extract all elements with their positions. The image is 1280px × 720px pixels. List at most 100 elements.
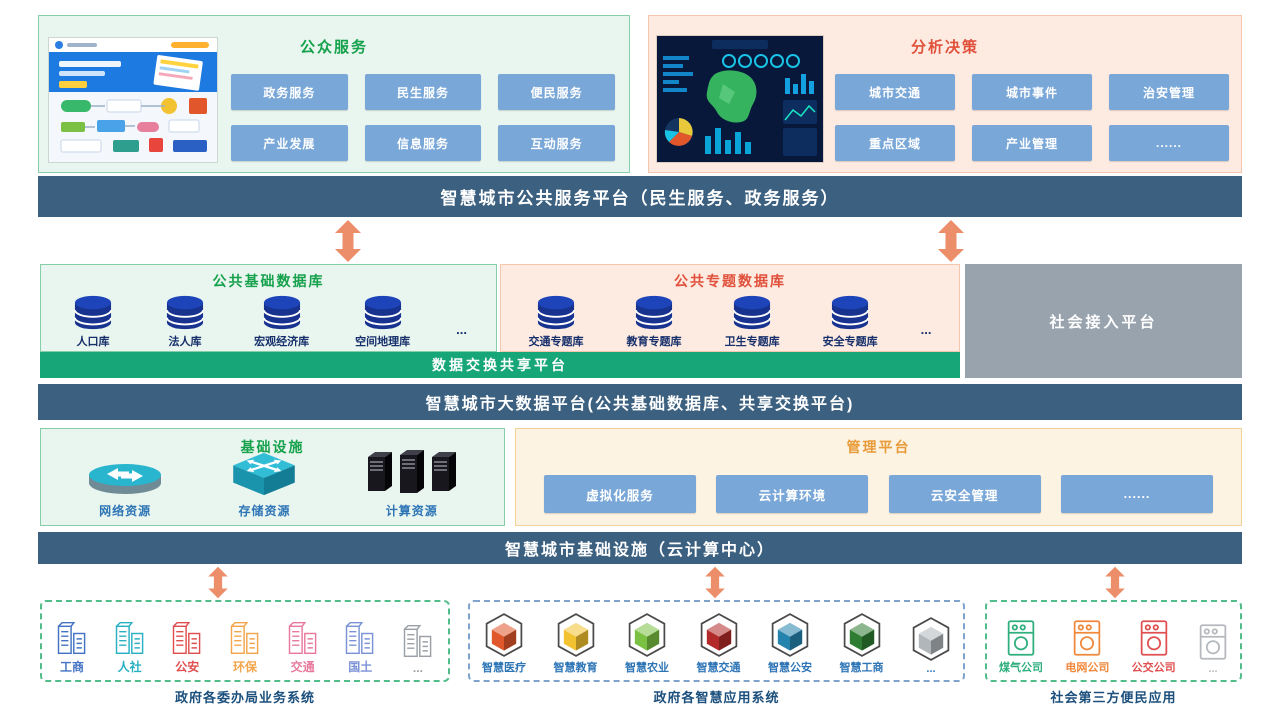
gov-systems-box: 工商 人社 公安 环保 交通 国土 ... — [40, 600, 450, 682]
cube-icon — [556, 612, 596, 658]
third-party-caption: 社会第三方便民应用 — [1050, 690, 1177, 705]
cube-icon — [699, 612, 739, 658]
smart-app-item: 智慧交通 — [697, 612, 741, 675]
topic-database-panel: 公共专题数据库 交通专题库 教育专题库 卫生专题库 安全专题库 ... — [500, 264, 960, 352]
analysis-decision-panel: 分析决策 城市交通 城市事件 治安管理 重点区域 产业管理 ...... — [648, 15, 1242, 173]
building-icon — [342, 619, 378, 657]
cube-icon — [842, 612, 882, 658]
third-party-label: 煤气公司 — [999, 662, 1043, 674]
base-database-row: 人口库 法人库 宏观经济库 空间地理库 ... — [47, 291, 490, 349]
smart-app-label: 智慧医疗 — [482, 662, 526, 674]
button-information-service[interactable]: 信息服务 — [364, 125, 482, 161]
database-label: 人口库 — [76, 336, 110, 348]
database-icon — [360, 294, 406, 332]
database-item: 空间地理库 — [355, 294, 410, 349]
button-more[interactable]: ...... — [1109, 125, 1229, 161]
button-more[interactable]: ...... — [1060, 475, 1213, 513]
button-key-areas[interactable]: 重点区域 — [835, 125, 955, 161]
button-virtualization[interactable]: 虚拟化服务 — [544, 475, 696, 513]
cube-icon — [770, 612, 810, 658]
button-interactive-service[interactable]: 互动服务 — [498, 125, 615, 161]
utility-company-icon — [1006, 618, 1036, 658]
button-convenience-service[interactable]: 便民服务 — [498, 74, 615, 110]
third-party-label: ... — [1208, 663, 1218, 675]
building-icon — [285, 619, 321, 657]
public-services-title: 公众服务 — [299, 39, 368, 56]
gov-system-item: 人社 — [112, 619, 148, 675]
third-party-label: 电网公司 — [1065, 662, 1110, 674]
facility-panel: 基础设施 网络资源 存储资源 计算资源 — [40, 428, 505, 526]
analysis-buttons: 城市交通 城市事件 治安管理 重点区域 产业管理 ...... — [835, 74, 1229, 161]
facility-label: 计算资源 — [385, 504, 438, 518]
database-label: 安全专题库 — [822, 336, 878, 348]
building-icon — [54, 619, 90, 657]
button-industry-development[interactable]: 产业发展 — [231, 125, 348, 161]
more-dots: ... — [920, 322, 932, 337]
database-item: 卫生专题库 — [725, 294, 780, 349]
gov-system-item: 工商 — [54, 619, 90, 675]
service-platform-band: 智慧城市公共服务平台（民生服务、政务服务） — [38, 176, 1242, 217]
smart-app-label: 智慧农业 — [625, 662, 669, 674]
utility-company-icon — [1139, 618, 1169, 658]
database-icon — [70, 294, 116, 332]
up-down-arrow-icon — [203, 566, 233, 599]
building-icon — [112, 619, 148, 657]
cube-icon — [484, 612, 524, 658]
button-industry-mgmt[interactable]: 产业管理 — [972, 125, 1092, 161]
building-icon — [169, 619, 205, 657]
management-buttons: 虚拟化服务 云计算环境 云安全管理 ...... — [544, 475, 1213, 513]
server-icon — [360, 443, 464, 499]
facility-label: 存储资源 — [238, 504, 291, 518]
analysis-dashboard-screenshot — [657, 36, 823, 162]
database-icon — [162, 294, 208, 332]
button-gov-service[interactable]: 政务服务 — [231, 74, 348, 110]
database-item: 法人库 — [162, 294, 208, 349]
facility-row: 网络资源 存储资源 计算资源 — [53, 459, 492, 519]
database-icon — [533, 294, 579, 332]
button-livelihood-service[interactable]: 民生服务 — [364, 74, 482, 110]
gov-system-item: 国土 — [342, 619, 378, 675]
topic-database-title: 公共专题数据库 — [674, 273, 786, 289]
smart-app-label: 智慧交通 — [696, 662, 741, 674]
bigdata-platform-band: 智慧城市大数据平台(公共基础数据库、共享交换平台) — [38, 384, 1242, 420]
database-item: 人口库 — [70, 294, 116, 349]
database-icon — [827, 294, 873, 332]
gov-systems-caption: 政府各委办局业务系统 — [174, 690, 315, 705]
smart-app-label: 智慧教育 — [553, 662, 598, 674]
more-dots: ... — [456, 322, 467, 337]
database-item: 安全专题库 — [823, 294, 878, 349]
management-platform-panel: 管理平台 虚拟化服务 云计算环境 云安全管理 ...... — [515, 428, 1242, 526]
button-city-traffic[interactable]: 城市交通 — [835, 74, 955, 110]
analysis-decision-title: 分析决策 — [910, 39, 979, 56]
router-icon — [81, 453, 169, 499]
gov-system-label: 国土 — [348, 660, 373, 674]
button-cloud-security[interactable]: 云安全管理 — [888, 475, 1041, 513]
social-access-platform: 社会接入平台 — [965, 264, 1242, 378]
up-down-arrow-icon — [1100, 566, 1130, 599]
database-label: 卫生专题库 — [724, 336, 780, 348]
button-public-security-mgmt[interactable]: 治安管理 — [1109, 74, 1229, 110]
base-database-panel: 公共基础数据库 人口库 法人库 宏观经济库 空间地理库 ... — [40, 264, 497, 352]
database-label: 教育专题库 — [626, 336, 682, 348]
third-party-item: 煤气公司 — [999, 618, 1043, 675]
database-item: 宏观经济库 — [254, 294, 309, 349]
management-platform-title: 管理平台 — [846, 439, 911, 455]
button-city-events[interactable]: 城市事件 — [972, 74, 1092, 110]
database-icon — [729, 294, 775, 332]
cube-icon — [627, 612, 667, 658]
base-database-title: 公共基础数据库 — [212, 273, 325, 289]
public-services-buttons: 政务服务 民生服务 便民服务 产业发展 信息服务 互动服务 — [231, 74, 615, 161]
database-item: 交通专题库 — [529, 294, 584, 349]
database-label: 空间地理库 — [355, 336, 411, 348]
gov-system-label: 交通 — [290, 660, 315, 674]
smart-app-item: 智慧农业 — [625, 612, 669, 675]
facility-label: 网络资源 — [99, 504, 152, 518]
building-icon — [400, 622, 436, 660]
topic-database-row: 交通专题库 教育专题库 卫生专题库 安全专题库 ... — [507, 291, 953, 349]
third-party-label: 公交公司 — [1131, 662, 1176, 674]
button-cloud-environment[interactable]: 云计算环境 — [716, 475, 869, 513]
third-party-item: ... — [1198, 622, 1228, 675]
infrastructure-band: 智慧城市基础设施（云计算中心） — [38, 532, 1242, 564]
gov-system-label: ... — [412, 661, 423, 675]
